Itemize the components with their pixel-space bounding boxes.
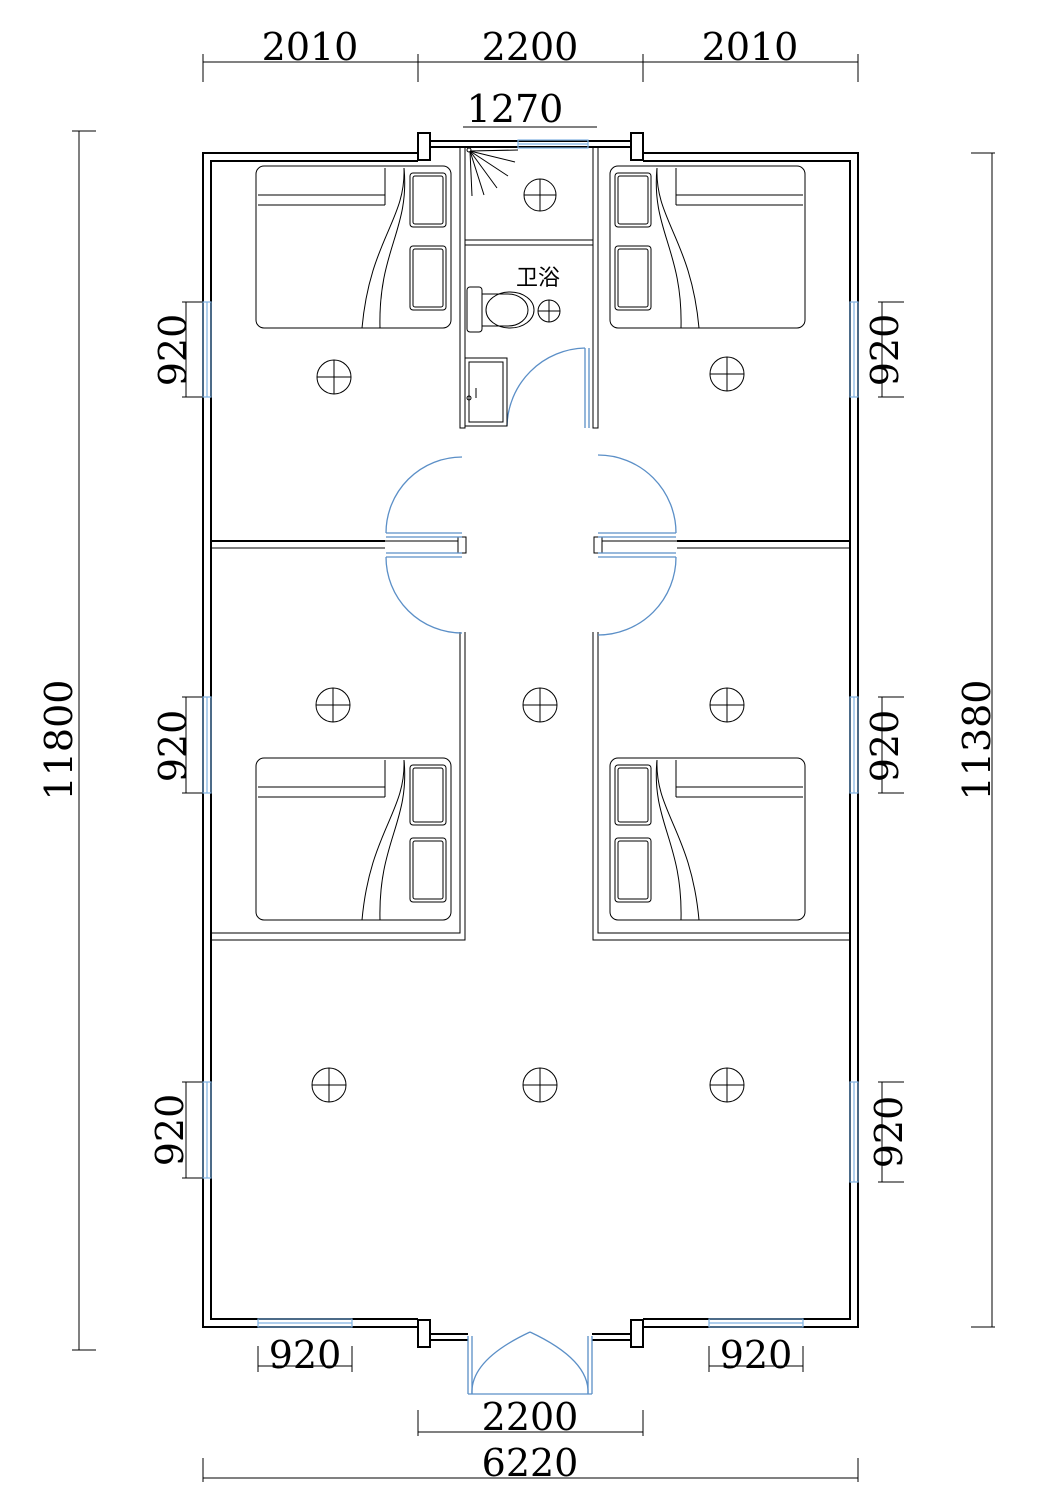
overall-width-dimension: 6220: [202, 1441, 859, 1485]
left-window-dim-3: 920: [148, 1094, 192, 1167]
bed-mid-right: [609, 757, 806, 921]
ceiling-light-icon: [522, 1067, 558, 1103]
left-window-dimensions: 920 920 920: [148, 301, 206, 1179]
ceiling-light-icon: [315, 687, 351, 723]
bathroom-door: [506, 347, 590, 428]
right-total-dimension: 11380: [955, 152, 999, 1328]
ceiling-light-icon: [311, 1067, 347, 1103]
bathroom-label: 卫浴: [516, 266, 560, 291]
ceiling-light-icon: [316, 359, 352, 395]
right-window-dimensions: 920 920 920: [863, 301, 911, 1183]
bedroom-door-top-left: [385, 456, 463, 538]
entrance-door: [467, 1331, 593, 1395]
overall-width-value: 6220: [482, 1441, 579, 1485]
ceiling-light-icon: [522, 687, 558, 723]
right-window-dim-3: 920: [867, 1096, 911, 1169]
door-width-dimension: 2200: [417, 1395, 644, 1439]
doors: [385, 347, 677, 1395]
door-width-value: 2200: [482, 1395, 579, 1439]
bedroom-door-top-right: [597, 454, 677, 538]
exterior-walls: [202, 132, 859, 1348]
window-right-2: [849, 696, 859, 794]
window-right-3: [849, 1081, 859, 1183]
right-window-dim-2: 920: [863, 710, 907, 783]
bottom-window-dim-left: 920: [269, 1333, 342, 1377]
left-total-value: 11800: [37, 680, 81, 801]
window-left-3: [202, 1081, 212, 1179]
sink-icon: [464, 357, 508, 427]
window-bottom-left: [257, 1318, 353, 1328]
ceiling-light-icon: [709, 687, 745, 723]
ceiling-lights: [311, 178, 745, 1103]
bottom-window-dim-right: 920: [720, 1333, 793, 1377]
top-dim-left: 2010: [262, 25, 359, 69]
bottom-window-dimensions: 920 920: [257, 1333, 804, 1377]
window-right-1: [849, 301, 859, 398]
window-left-2: [202, 696, 212, 794]
top-dim-right: 2010: [702, 25, 799, 69]
left-window-dim-1: 920: [151, 314, 195, 387]
shower-icon: [466, 147, 519, 197]
bed-mid-left: [255, 757, 452, 921]
ceiling-light-icon: [709, 1067, 745, 1103]
bedroom-door-mid-left: [385, 552, 463, 634]
window-top-bathroom: [517, 139, 589, 149]
bathroom-width-dimension: 1270: [463, 87, 597, 131]
bedroom-door-mid-right: [597, 552, 677, 636]
bed-top-right: [609, 165, 806, 329]
ceiling-light-icon: [523, 178, 557, 212]
top-dimension-line: 2010 2200 2010: [202, 25, 859, 82]
left-window-dim-2: 920: [151, 710, 195, 783]
toilet-icon: [466, 286, 535, 333]
ceiling-light-icon: [709, 356, 745, 392]
bed-top-left: [255, 165, 452, 329]
right-window-dim-1: 920: [863, 314, 907, 387]
window-bottom-right: [708, 1318, 804, 1328]
ceiling-light-icon: [537, 299, 561, 323]
left-total-dimension: 11800: [37, 130, 96, 1351]
windows: [202, 139, 859, 1328]
top-dim-middle: 2200: [482, 25, 579, 69]
bed-icon: [255, 165, 806, 921]
bathroom-width-value: 1270: [467, 87, 564, 131]
window-left-1: [202, 301, 212, 398]
right-total-value: 11380: [955, 680, 999, 801]
interior-walls: [211, 147, 850, 941]
